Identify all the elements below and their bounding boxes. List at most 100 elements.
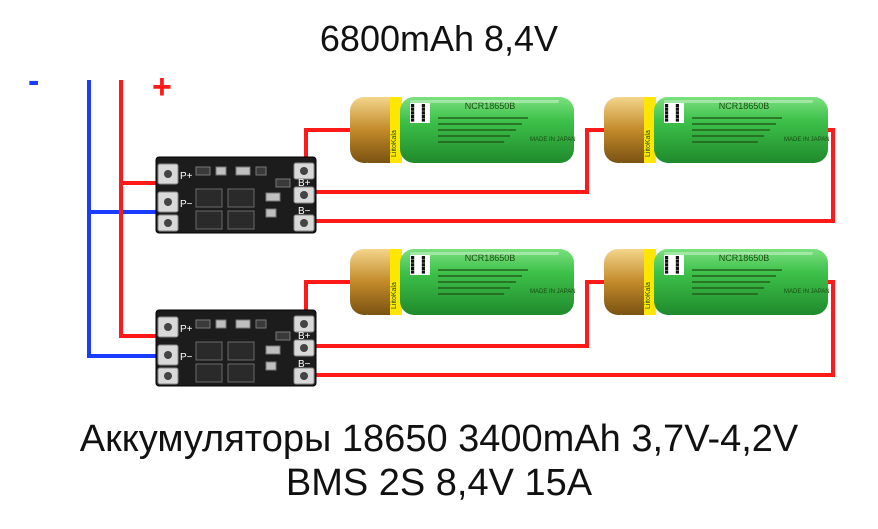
- b-plus-label: B+: [298, 178, 311, 189]
- battery-highlight: [664, 252, 813, 255]
- mosfet-chip: [227, 188, 255, 208]
- mosfet-chip: [195, 341, 223, 361]
- battery-made-in: MADE IN JAPAN: [530, 289, 576, 295]
- qr-cell: [421, 114, 425, 118]
- qr-cell: [675, 263, 679, 267]
- positive-polarity-label: +: [152, 68, 172, 106]
- warning-text-line: [692, 129, 770, 131]
- battery-model: NCR18650B: [719, 101, 770, 111]
- mosfet-chip: [195, 363, 223, 383]
- qr-cell: [675, 118, 679, 122]
- qr-cell: [421, 256, 425, 260]
- smd-component: [265, 192, 281, 202]
- b-plus-label: B+: [298, 331, 311, 342]
- smd-component: [255, 166, 267, 176]
- qr-cell: [675, 259, 679, 263]
- qr-cell: [675, 114, 679, 118]
- b-minus-label: B−: [298, 206, 311, 217]
- qr-cell: [675, 104, 679, 108]
- battery-made-in: MADE IN JAPAN: [530, 137, 576, 143]
- qr-cell: [665, 118, 669, 122]
- pad-hole: [164, 198, 172, 206]
- warning-text-line: [692, 275, 776, 277]
- warning-text-line: [692, 293, 758, 295]
- bms-board-bottom: P+P−B+B−: [155, 309, 317, 387]
- smd-component: [275, 178, 291, 188]
- smd-component: [275, 331, 291, 341]
- battery-model: NCR18650B: [465, 101, 516, 111]
- battery-brand: LiitoKala: [645, 130, 652, 157]
- qr-cell: [421, 118, 425, 122]
- warning-text-line: [692, 281, 770, 283]
- mosfet-chip: [227, 210, 255, 230]
- p-minus-label: P−: [180, 352, 193, 363]
- battery-cap: [622, 97, 644, 163]
- qr-cell: [665, 107, 669, 111]
- warning-text-line: [692, 117, 782, 119]
- pad-hole: [300, 372, 308, 380]
- battery-brand: LiitoKala: [391, 282, 398, 309]
- qr-cell: [675, 266, 679, 270]
- pad-hole: [300, 219, 308, 227]
- battery-highlight: [664, 100, 813, 103]
- battery-band: [390, 97, 402, 163]
- qr-cell: [665, 111, 669, 115]
- pad-hole: [164, 372, 172, 380]
- battery-cap: [368, 249, 390, 315]
- smd-component: [265, 208, 277, 218]
- smd-component: [195, 319, 211, 329]
- pad-hole: [164, 219, 172, 227]
- warning-text-line: [438, 129, 516, 131]
- negative-polarity-label: -: [28, 62, 40, 100]
- battery-bottom-right: LiitoKala NCR18650B MADE IN JAPAN: [604, 249, 830, 315]
- positive-bus-wire: [119, 80, 160, 338]
- pad-hole: [164, 323, 172, 331]
- battery-made-in: MADE IN JAPAN: [784, 289, 830, 295]
- p-plus-label: P+: [180, 324, 193, 335]
- battery-top-left: LiitoKala NCR18650B MADE IN JAPAN: [350, 97, 576, 163]
- warning-text-line: [438, 117, 528, 119]
- qr-cell: [665, 256, 669, 260]
- qr-cell: [411, 266, 415, 270]
- warning-text-line: [438, 135, 510, 137]
- battery-brand: LiitoKala: [645, 282, 652, 309]
- mosfet-chip: [227, 363, 255, 383]
- qr-cell: [411, 104, 415, 108]
- smd-component: [255, 319, 267, 329]
- qr-cell: [411, 114, 415, 118]
- qr-cell: [411, 118, 415, 122]
- pad-hole: [300, 320, 308, 328]
- qr-cell: [421, 263, 425, 267]
- battery-highlight: [410, 100, 559, 103]
- qr-cell: [421, 266, 425, 270]
- smd-component: [235, 319, 251, 329]
- battery-model: NCR18650B: [465, 253, 516, 263]
- battery-highlight: [410, 252, 559, 255]
- qr-cell: [411, 259, 415, 263]
- battery-made-in: MADE IN JAPAN: [784, 137, 830, 143]
- qr-cell: [411, 107, 415, 111]
- qr-cell: [411, 263, 415, 267]
- capacity-title: 6800mAh 8,4V: [319, 18, 559, 59]
- qr-cell: [411, 270, 415, 274]
- battery-brand: LiitoKala: [391, 130, 398, 157]
- qr-cell: [421, 104, 425, 108]
- battery-top-right: LiitoKala NCR18650B MADE IN JAPAN: [604, 97, 830, 163]
- qr-cell: [411, 111, 415, 115]
- warning-text-line: [438, 275, 522, 277]
- battery-band: [390, 249, 402, 315]
- negative-bus-wire: [87, 80, 160, 358]
- pad-hole: [300, 191, 308, 199]
- warning-text-line: [438, 281, 516, 283]
- warning-text-line: [692, 123, 776, 125]
- pad-hole: [300, 167, 308, 175]
- qr-cell: [665, 263, 669, 267]
- battery-bottom-left: LiitoKala NCR18650B MADE IN JAPAN: [350, 249, 576, 315]
- pad-hole: [164, 351, 172, 359]
- pad-hole: [300, 344, 308, 352]
- battery-model: NCR18650B: [719, 253, 770, 263]
- battery-cap: [622, 249, 644, 315]
- battery-spec-caption: Аккумуляторы 18650 3400mAh 3,7V-4,2V: [79, 418, 799, 460]
